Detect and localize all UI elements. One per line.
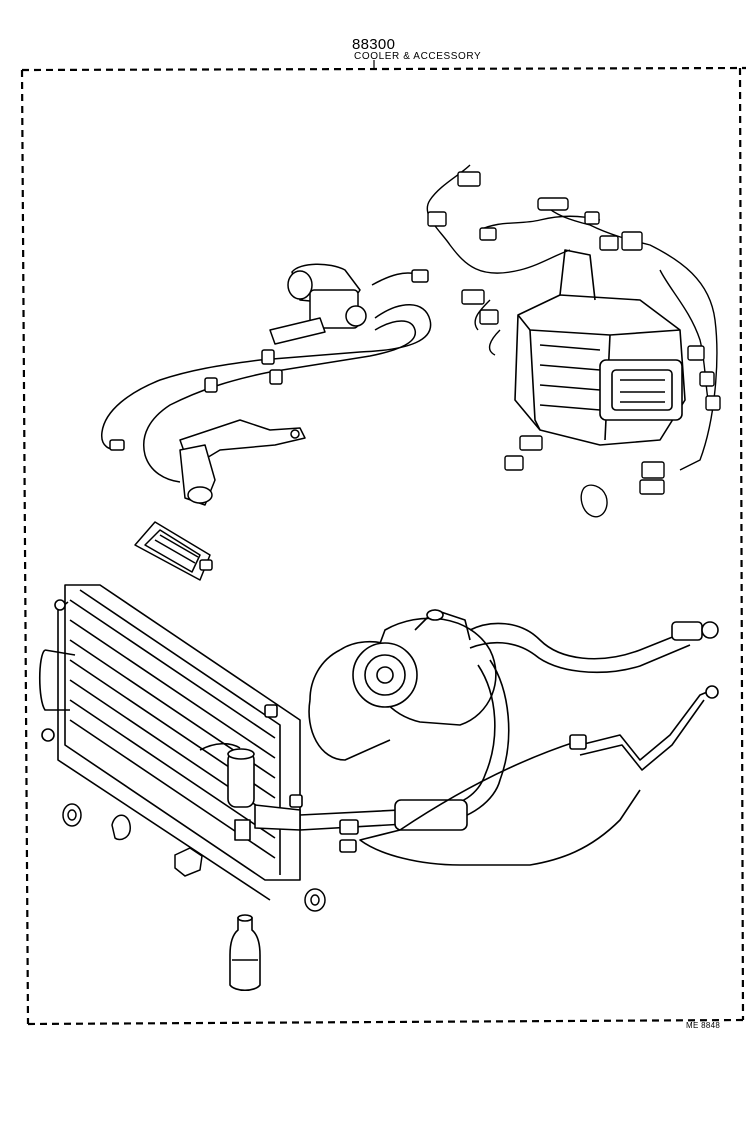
evaporator-unit (515, 250, 685, 445)
diagram-title: COOLER & ACCESSORY (354, 51, 482, 62)
part-number: 88300 (352, 36, 396, 53)
compressor-oil-bottle (230, 915, 260, 990)
refrigerant-hoses (235, 622, 718, 865)
air-outlet-register (135, 522, 212, 580)
condenser (40, 585, 302, 900)
wiring-harness (427, 165, 720, 517)
receiver-dryer (200, 744, 254, 807)
dashed-border (22, 68, 746, 1024)
vacuum-actuator-assembly (102, 264, 431, 505)
figure-reference-code: ME 8848 (686, 1021, 721, 1030)
grommets-and-clips (63, 804, 325, 911)
compressor (309, 610, 496, 760)
